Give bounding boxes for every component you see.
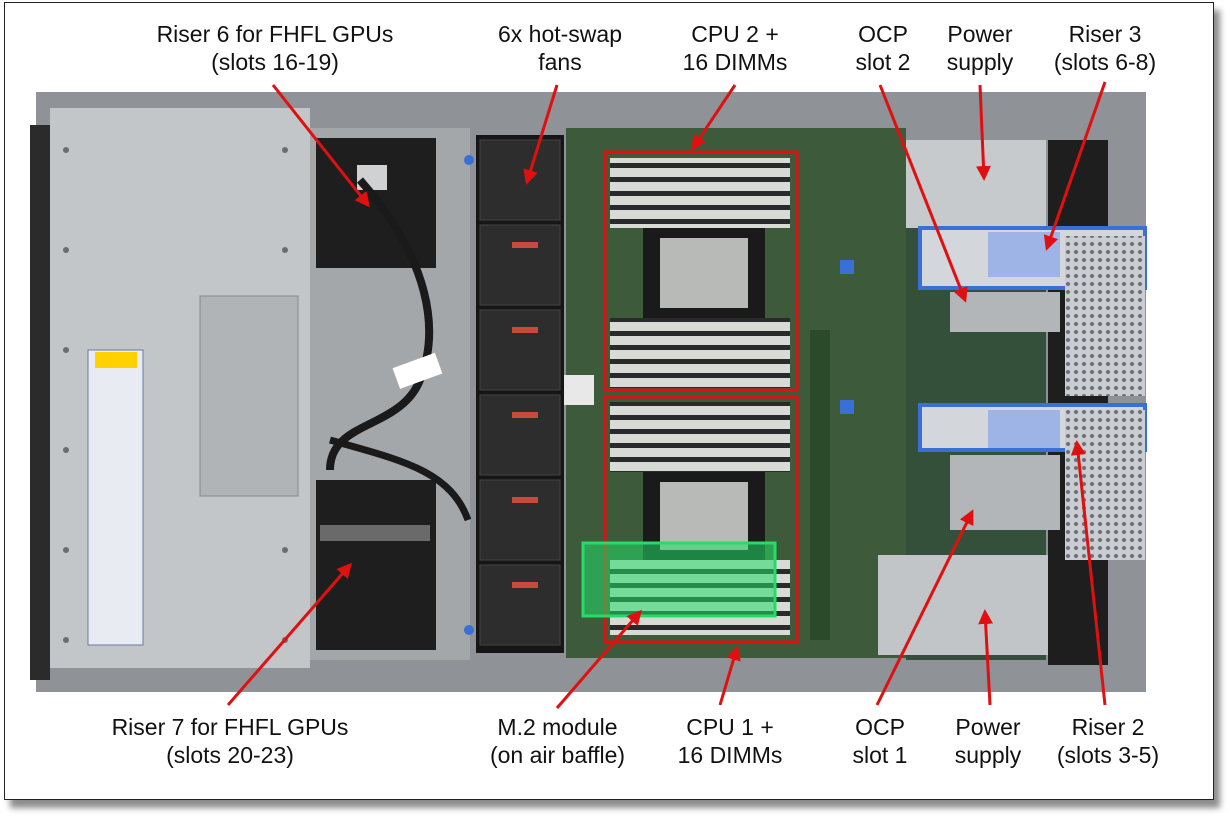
label-riser6: Riser 6 for FHFL GPUs(slots 16-19) [156,21,394,75]
arrow-riser3 [1043,81,1107,251]
label-cpu2: CPU 2 +16 DIMMs [682,21,788,75]
arrow-riser6 [271,84,370,208]
ocp-slot1-card [950,455,1060,530]
ocp-slot2-card [950,292,1060,332]
cpu2-dimms-top [610,158,790,228]
label-riser3: Riser 3(slots 6-8) [1053,21,1157,75]
cpu2-highlight-box [603,150,799,392]
arrow-cpu2 [691,84,737,151]
warning-label [95,352,137,368]
psu-bottom-shell [878,555,1048,655]
m2-highlight-box [581,541,777,618]
arrow-riser2 [1070,440,1107,706]
arrow-m2 [555,609,642,709]
label-m2: M.2 module(on air baffle) [489,714,626,768]
arrow-riser7 [226,562,352,706]
arrow-psu-top [975,84,991,181]
riser2-mesh [1065,410,1145,560]
label-riser2: Riser 2(slots 3-5) [1056,714,1160,768]
label-cpu1: CPU 1 +16 DIMMs [677,714,783,768]
arrow-ocp2 [878,84,968,303]
cpu2-dimms-bottom [610,318,790,388]
service-label [87,349,144,646]
riser3-mesh [1065,236,1145,396]
psu-top-shell [906,140,1046,228]
arrow-fans [523,84,559,185]
arrow-cpu1 [718,645,741,706]
server-chassis [30,92,1147,692]
arrow-psu-bottom [978,609,994,706]
cpu1-highlight-box [603,395,799,644]
cover-plate [199,295,299,497]
arrow-ocp1 [875,509,974,706]
label-riser7: Riser 7 for FHFL GPUs(slots 20-23) [111,714,349,768]
riser7-cage [316,480,436,650]
cpu1-dimms-top [610,402,790,472]
